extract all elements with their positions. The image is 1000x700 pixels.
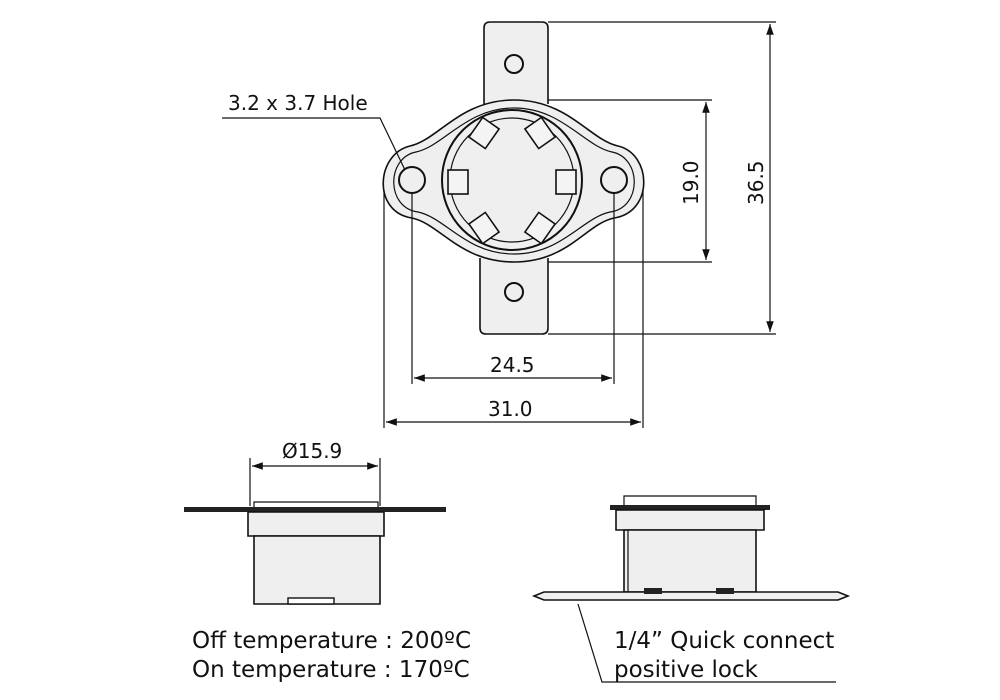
housing-body-right — [623, 529, 757, 593]
dim-36-5-label: 36.5 — [744, 160, 768, 205]
top-view: 3.2 x 3.7 Hole 19.0 36.5 24.5 31.0 — [222, 21, 776, 428]
positive-lock-note: positive lock — [614, 657, 759, 683]
side-view-left: Ø15.9 — [184, 439, 446, 605]
terminal-foot-right — [716, 588, 734, 594]
hole-label: 3.2 x 3.7 Hole — [228, 91, 368, 115]
dim-19-label: 19.0 — [679, 160, 703, 205]
dia-label: Ø15.9 — [282, 439, 342, 463]
crimp-tab-top-left — [467, 116, 501, 150]
on-temperature-note: On temperature : 170ºC — [192, 657, 470, 683]
crimp-tab-bottom-left — [467, 211, 501, 245]
top-terminal-hole — [504, 54, 524, 74]
cup-cap-right — [615, 509, 765, 531]
left-mounting-hole — [398, 166, 426, 194]
crimp-tab-left — [447, 169, 469, 195]
quick-connect-note: 1/4” Quick connect — [614, 628, 834, 654]
crimp-tab-right — [555, 169, 577, 195]
housing-body-left — [253, 535, 381, 605]
off-temperature-note: Off temperature : 200ºC — [192, 628, 471, 654]
quick-connect-leader — [577, 603, 836, 683]
crimp-tab-bottom-right — [523, 211, 557, 245]
crimp-tab-top-right — [523, 116, 557, 150]
mounting-flange — [382, 99, 645, 263]
hole-leader-line — [222, 117, 406, 171]
bottom-terminal-hole — [504, 282, 524, 302]
cup-cap-left — [247, 511, 385, 537]
terminal-stub-left — [287, 597, 335, 605]
flange-inner-edge — [393, 107, 635, 255]
cup-cap-top-left — [253, 501, 379, 507]
dim-24-5-label: 24.5 — [490, 353, 535, 377]
bottom-terminal-tab — [479, 258, 549, 335]
terminal-foot-left — [644, 588, 662, 594]
dim-31-label: 31.0 — [488, 397, 533, 421]
quick-connect-terminals — [531, 591, 851, 601]
flange-plate-right — [610, 505, 770, 510]
sensing-cup-outer — [441, 109, 583, 251]
flange-plate-left — [184, 507, 446, 512]
cup-cap-top-right — [623, 495, 757, 505]
side-view-right — [531, 495, 851, 683]
top-terminal-tab — [483, 21, 549, 104]
right-mounting-hole — [600, 166, 628, 194]
cup-crimp-tabs — [447, 116, 577, 245]
